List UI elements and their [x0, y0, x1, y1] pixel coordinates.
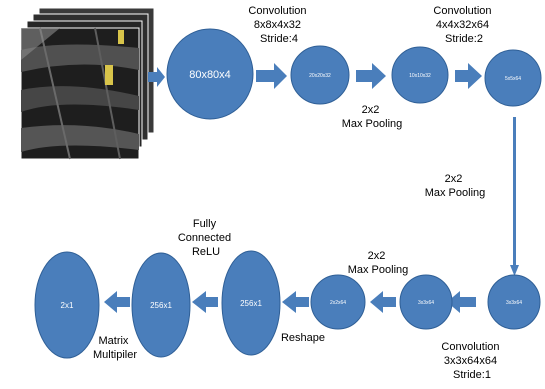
- node-3a-label: 3x3x64: [506, 300, 522, 306]
- operation-labels: Convolution 8x8x4x32 Stride:4 Convolutio…: [93, 5, 502, 381]
- node-80x80x4: [166, 28, 254, 120]
- arrow-2-to-256: [282, 291, 309, 313]
- arrow-3-to-3: [447, 291, 476, 313]
- node-2x1-label: 2x1: [61, 301, 74, 310]
- node-10x10x32: [391, 46, 449, 104]
- node-5x5x64: [484, 49, 542, 107]
- arrow-5-down-to-3: [510, 117, 519, 276]
- input-image-front: [20, 27, 140, 160]
- arrow-80-to-20: [256, 63, 287, 89]
- node-80-label: 80x80x4: [189, 69, 231, 81]
- conv3-label: Convolution 3x3x64x64 Stride:1: [441, 341, 502, 381]
- node-256x1-left: [131, 252, 191, 358]
- input-image-stack: [20, 7, 155, 160]
- node-3b-label: 3x3x64: [418, 300, 434, 306]
- node-3x3x64-right: [487, 274, 541, 330]
- node-2x1: [34, 251, 100, 359]
- node-2x2x64: [310, 274, 366, 330]
- arrow-3-to-2: [370, 291, 396, 313]
- node-3x3x64-left: [399, 274, 453, 330]
- node-labels: 80x80x4 20x20x32 10x10x32 5x5x64 3x3x64 …: [61, 69, 523, 310]
- node-256x1-right: [221, 250, 281, 356]
- node-5-label: 5x5x64: [505, 76, 521, 82]
- node-20-label: 20x20x32: [309, 73, 331, 79]
- arrow-20-to-10: [356, 63, 386, 89]
- fc-label: Fully Connected ReLU: [178, 218, 234, 258]
- node-256a-label: 256x1: [240, 299, 262, 308]
- conv2-label: Convolution 4x4x32x64 Stride:2: [433, 5, 494, 45]
- pool1-label: 2x2 Max Pooling: [342, 104, 403, 130]
- arrow-input-to-80: [148, 67, 165, 87]
- node-10-label: 10x10x32: [409, 73, 431, 79]
- node-20x20x32: [290, 45, 350, 105]
- matrix-label: Matrix Multipiler: [93, 335, 137, 361]
- arrows: [104, 63, 519, 313]
- node-2-label: 2x2x64: [330, 300, 346, 306]
- arrow-10-to-5: [455, 63, 482, 89]
- pool2-label: 2x2 Max Pooling: [425, 173, 486, 199]
- pool3-label: 2x2 Max Pooling: [348, 250, 409, 276]
- reshape-label: Reshape: [281, 332, 325, 344]
- arrow-256-to-256: [192, 291, 218, 313]
- nodes: [34, 28, 542, 359]
- conv1-label: Convolution 8x8x4x32 Stride:4: [248, 5, 309, 45]
- node-256b-label: 256x1: [150, 301, 172, 310]
- arrow-256-to-2x1: [104, 291, 130, 313]
